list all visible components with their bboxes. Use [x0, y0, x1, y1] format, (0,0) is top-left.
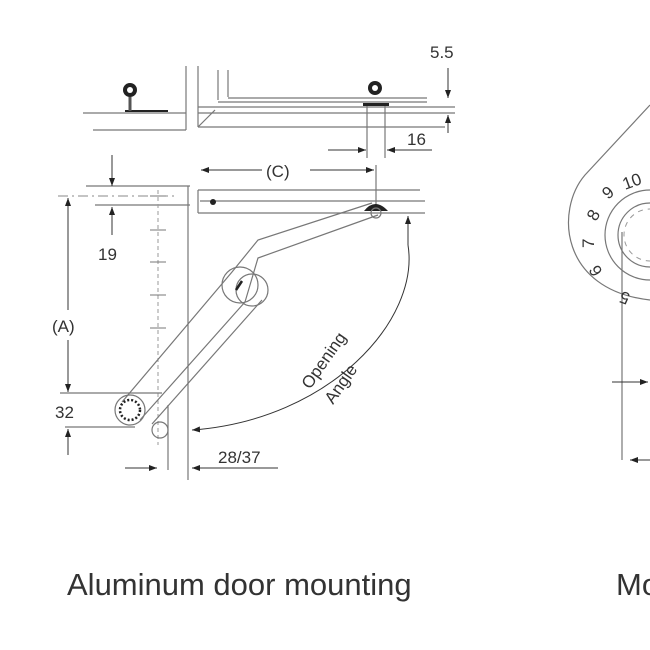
svg-text:7: 7 [579, 239, 598, 248]
dim-a: (A) [52, 317, 75, 336]
knob-icon [363, 81, 389, 106]
caption-aluminum-door-mounting: Aluminum door mounting [67, 567, 412, 602]
dim-16: 16 [407, 130, 426, 149]
dim-28-37: 28/37 [218, 448, 261, 467]
dim-19: 19 [98, 245, 117, 264]
mounting-holes [150, 195, 166, 329]
caption-right-partial: Mo [616, 567, 650, 602]
lift-arm [114, 202, 382, 439]
svg-text:6: 6 [585, 262, 606, 280]
svg-text:10: 10 [620, 169, 644, 193]
svg-text:8: 8 [583, 206, 604, 224]
side-view: (C) 19 (A) 32 [52, 155, 425, 480]
dim-5-5: 5.5 [430, 43, 454, 62]
top-view: 5.5 16 [83, 43, 455, 158]
dim-c: (C) [266, 162, 290, 181]
dim-32: 32 [55, 403, 74, 422]
knob-icon [123, 83, 137, 111]
svg-text:9: 9 [598, 182, 617, 203]
svg-text:5: 5 [617, 287, 632, 308]
adjustment-dial: 10 9 8 7 6 5 [567, 104, 650, 463]
